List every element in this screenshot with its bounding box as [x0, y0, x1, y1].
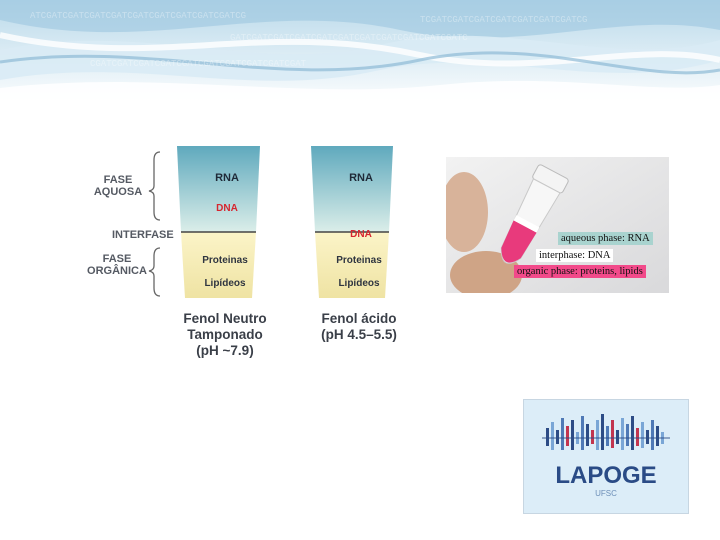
- label-fase-organica: FASE ORGÂNICA: [82, 253, 152, 277]
- tube1-rna-label: RNA: [192, 172, 262, 184]
- label-fase-aquosa: FASE AQUOSA: [90, 174, 146, 198]
- header-banner: ATCGATCGATCGATCGATCGATCGATCGATCGATCGATCG…: [0, 0, 720, 108]
- svg-text:CGATCGATCGATCGATCGATCGATCGATCG: CGATCGATCGATCGATCGATCGATCGATCGATCGATCGAT: [90, 59, 307, 69]
- tag-aqueous-phase: aqueous phase: RNA: [558, 232, 653, 245]
- svg-text:GATCGATCGATCGATCGATCGATCGATCGA: GATCGATCGATCGATCGATCGATCGATCGATCGATCGATC…: [230, 33, 468, 43]
- tube2-rna-label: RNA: [326, 172, 396, 184]
- tube1-dna-label: DNA: [192, 203, 262, 214]
- logo-wordmark: LAPOGE: [524, 462, 688, 490]
- tube2-lipideos-label: Lipídeos: [324, 278, 394, 289]
- logo-subtitle: UFSC: [524, 489, 688, 498]
- tube1-lipideos-label: Lipídeos: [190, 278, 260, 289]
- tube1-caption: Fenol Neutro Tamponado (pH ~7.9): [170, 311, 280, 359]
- label-interfase: INTERFASE: [112, 229, 182, 241]
- tube2-caption: Fenol ácido (pH 4.5–5.5): [304, 311, 414, 343]
- tube-photo: aqueous phase: RNA interphase: DNA organ…: [446, 157, 669, 293]
- tag-interphase: interphase: DNA: [536, 249, 613, 262]
- tube2-proteinas-label: Proteinas: [324, 255, 394, 266]
- tube2-dna-label: DNA: [326, 229, 396, 240]
- svg-text:ATCGATCGATCGATCGATCGATCGATCGAT: ATCGATCGATCGATCGATCGATCGATCGATCGATCGATCG: [30, 11, 246, 21]
- tag-organic-phase: organic phase: proteins, lipids: [514, 265, 646, 278]
- svg-text:TCGATCGATCGATCGATCGATCGATCGATC: TCGATCGATCGATCGATCGATCGATCGATCG: [420, 15, 587, 25]
- tube1-proteinas-label: Proteinas: [190, 255, 260, 266]
- phenol-phase-diagram: FASE AQUOSA INTERFASE FASE ORGÂNICA RNA …: [82, 128, 414, 366]
- lapoge-logo: LAPOGE UFSC: [523, 399, 689, 514]
- dna-wave-banner: ATCGATCGATCGATCGATCGATCGATCGATCGATCGATCG…: [0, 0, 720, 108]
